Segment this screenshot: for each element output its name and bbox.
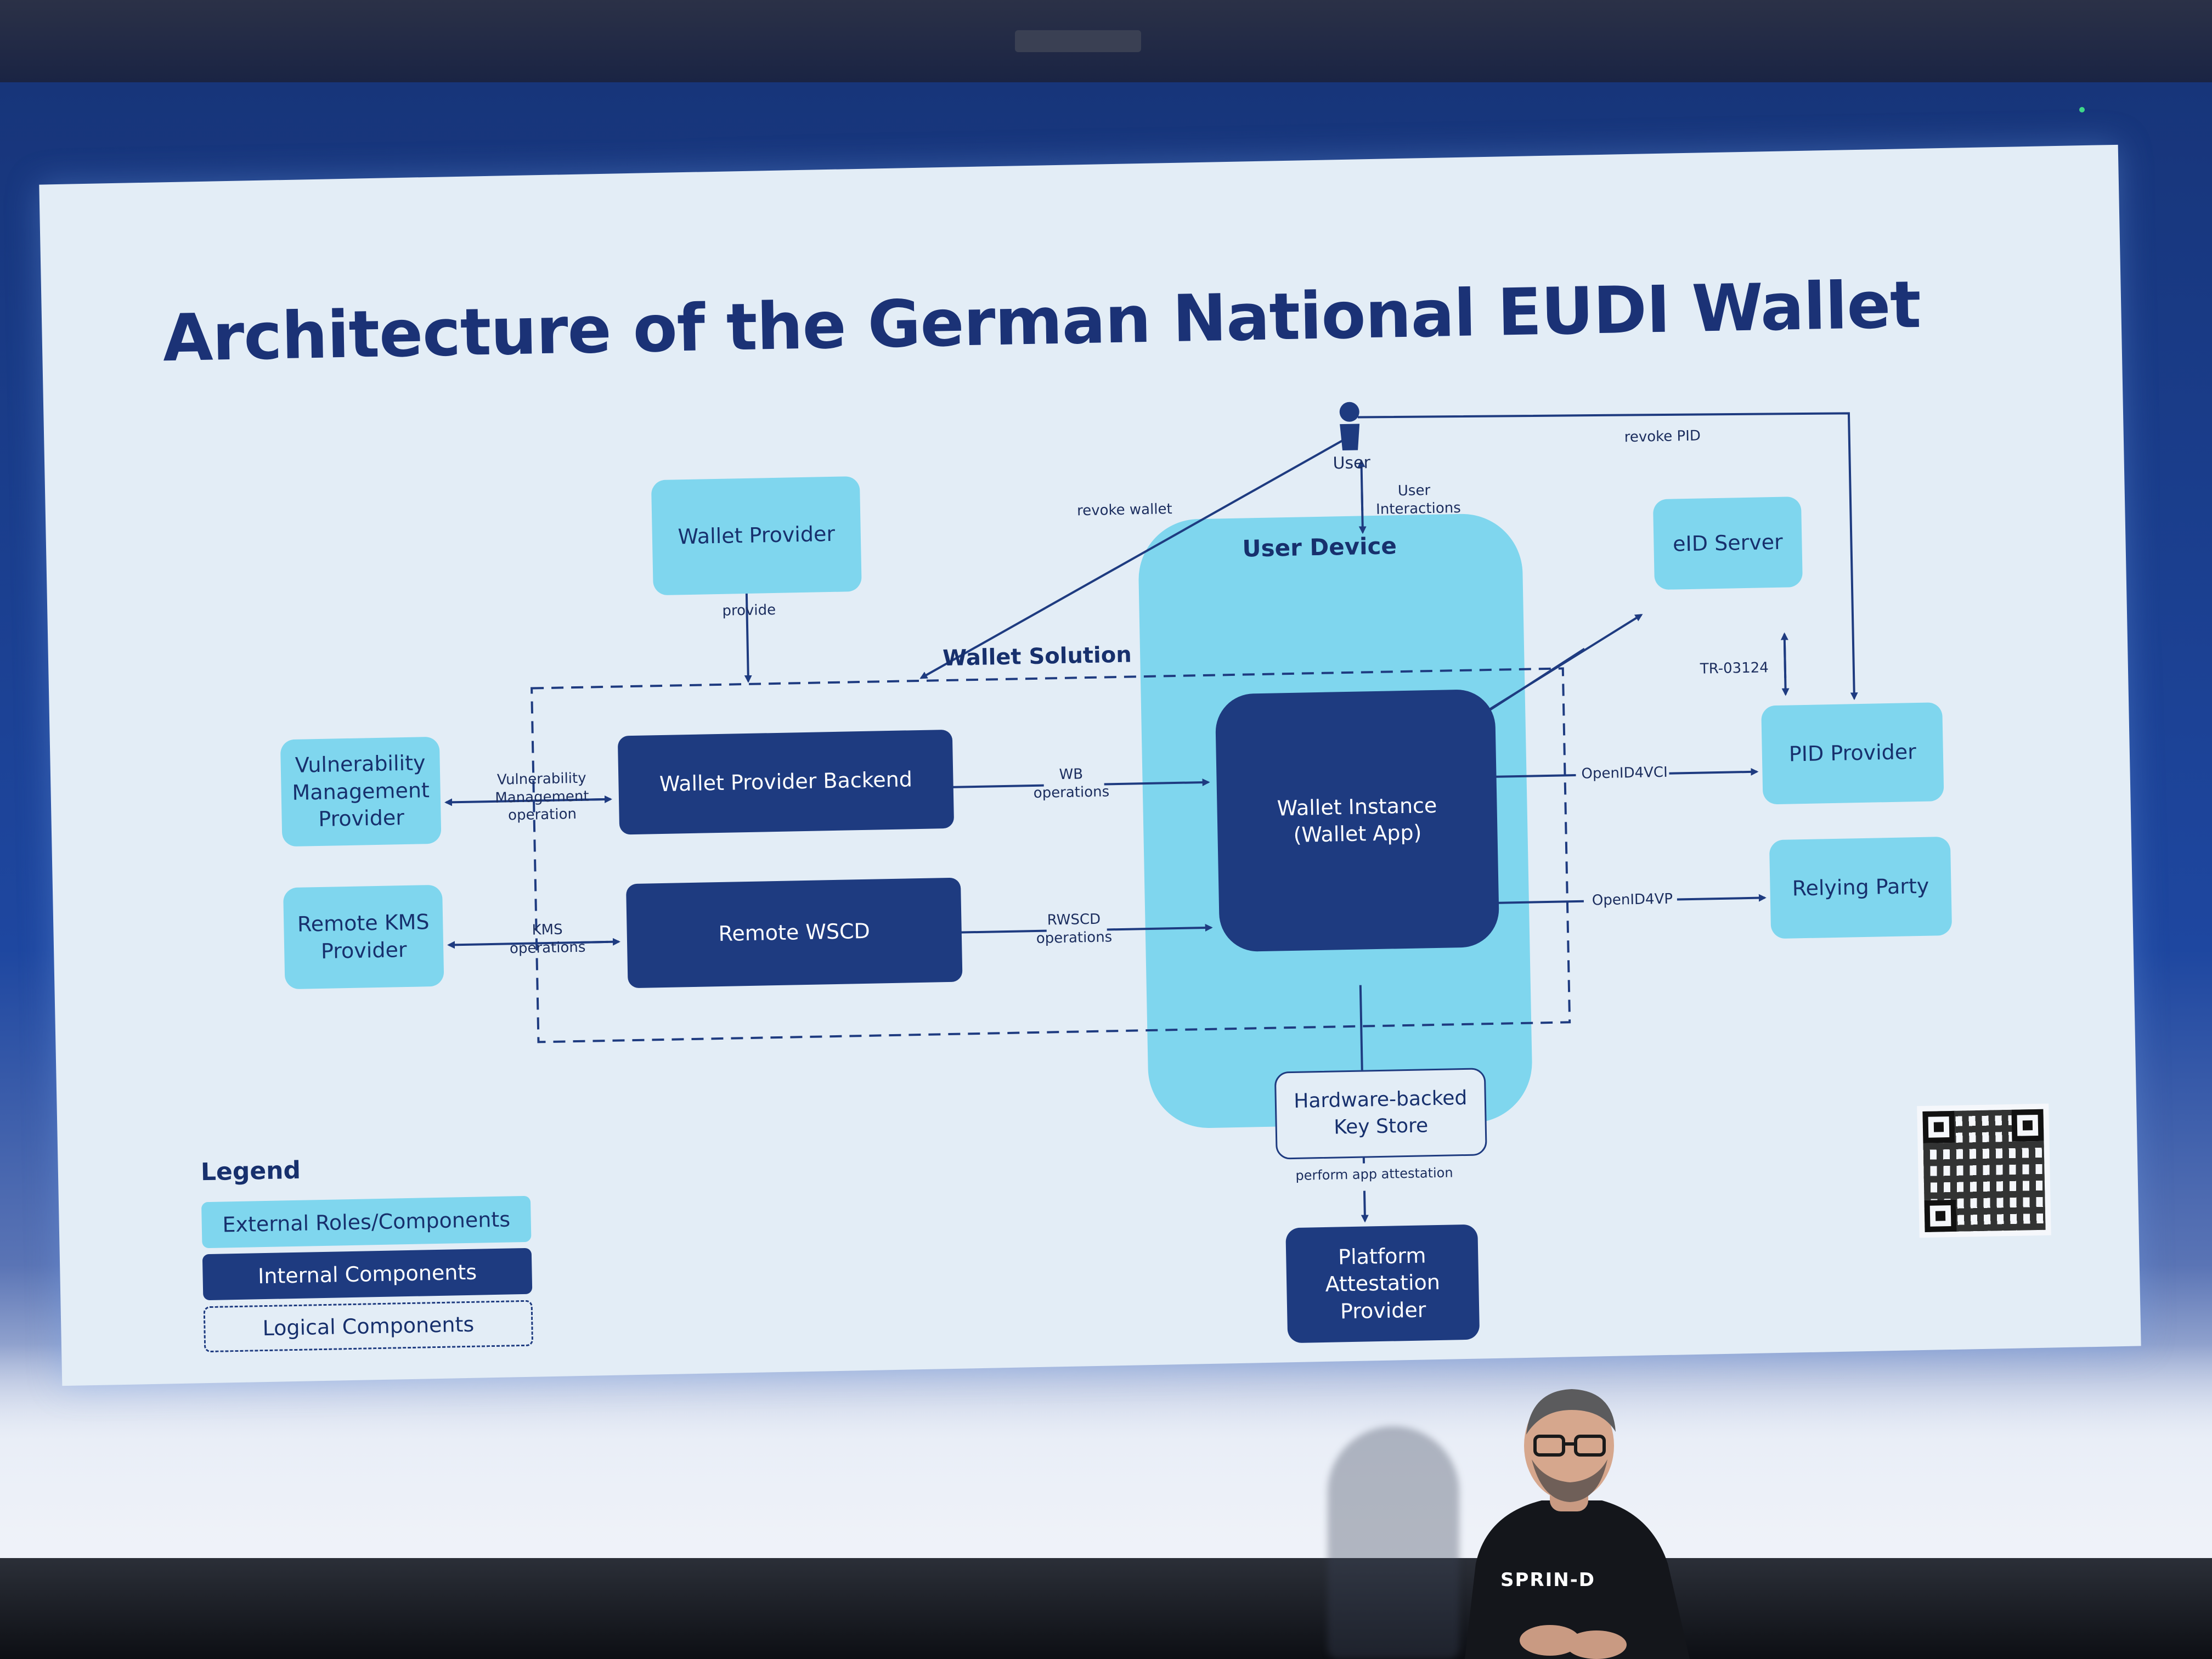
user-device-heading: User Device bbox=[1242, 532, 1397, 562]
user-interactions-label: User Interactions bbox=[1375, 482, 1462, 518]
wallet-solution-boundary bbox=[531, 667, 1571, 1043]
eid-server-box: eID Server bbox=[1652, 496, 1803, 590]
projected-slide: Architecture of the German National EUDI… bbox=[39, 144, 2141, 1386]
keystore-link bbox=[1359, 985, 1363, 1070]
qr-code bbox=[1917, 1103, 2051, 1238]
legend-title: Legend bbox=[200, 1156, 301, 1187]
status-light bbox=[2079, 107, 2085, 112]
perform-app-attestation-label: perform app attestation bbox=[1295, 1165, 1453, 1183]
openid4vci-arrow bbox=[1481, 773, 1576, 781]
revoke-wallet-label: revoke wallet bbox=[1076, 501, 1172, 520]
platform-attestation-provider-box: Platform Attestation Provider bbox=[1285, 1224, 1480, 1344]
vulnerability-operation-label: Vulnerability Management operation bbox=[495, 770, 589, 824]
hardware-key-store-box: Hardware-backed Key Store bbox=[1274, 1068, 1487, 1160]
wb-operations-arrow bbox=[938, 783, 1044, 792]
tr03124-label: TR-03124 bbox=[1700, 659, 1769, 678]
pid-provider-box: PID Provider bbox=[1761, 702, 1944, 805]
revoke-wallet-arrow bbox=[919, 438, 1345, 679]
wallet-instance-box: Wallet Instance (Wallet App) bbox=[1215, 689, 1500, 952]
diagram-connectors bbox=[444, 402, 1858, 1223]
openid4vp-label: OpenID4VP bbox=[1592, 890, 1673, 909]
user-label: User bbox=[1333, 453, 1371, 473]
vulnerability-management-provider-box: Vulnerability Management Provider bbox=[280, 736, 442, 847]
remote-wscd-box: Remote WSCD bbox=[625, 877, 963, 989]
presenter-shadow bbox=[1328, 1426, 1459, 1659]
legend-logical: Logical Components bbox=[203, 1300, 534, 1353]
presenter bbox=[1465, 1389, 1690, 1659]
remote-kms-provider-box: Remote KMS Provider bbox=[283, 884, 444, 990]
wb-operations-label: WB operations bbox=[1033, 766, 1110, 802]
wallet-solution-heading: Wallet Solution bbox=[942, 642, 1132, 672]
rwscd-operations-label: RWSCD operations bbox=[1036, 911, 1113, 947]
revoke-pid-label: revoke PID bbox=[1624, 427, 1701, 446]
openid4vci-label: OpenID4VCI bbox=[1581, 764, 1668, 782]
rwscd-arrow bbox=[946, 928, 1047, 936]
wallet-provider-backend-box: Wallet Provider Backend bbox=[617, 729, 955, 835]
wallet-provider-box: Wallet Provider bbox=[651, 476, 862, 596]
stage-edge bbox=[0, 1558, 2212, 1659]
provide-label: provide bbox=[722, 601, 776, 619]
projector bbox=[1015, 30, 1141, 52]
relying-party-box: Relying Party bbox=[1769, 836, 1953, 939]
legend-internal: Internal Components bbox=[202, 1248, 533, 1301]
revoke-pid-arrow bbox=[1357, 412, 1858, 701]
provide-arrow bbox=[744, 588, 752, 683]
shirt-logo-text: SPRIN-D bbox=[1500, 1569, 1596, 1591]
legend-external: External Roles/Components bbox=[201, 1195, 532, 1249]
user-icon bbox=[1339, 402, 1360, 451]
openid4vp-arrow bbox=[1483, 899, 1584, 907]
kms-operations-label: KMS operations bbox=[509, 921, 586, 957]
